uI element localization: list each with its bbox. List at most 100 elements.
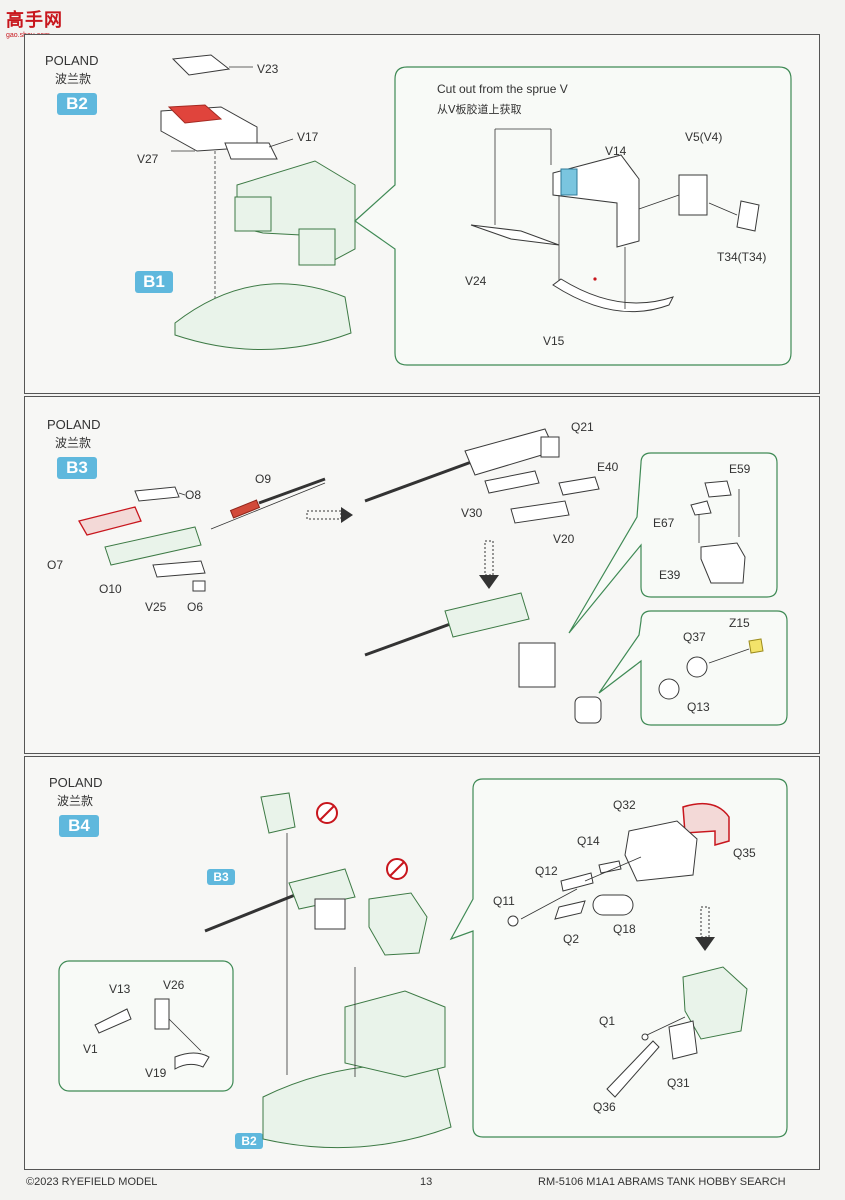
part-e59 [704, 480, 732, 498]
part-label-q36: Q36 [593, 1100, 616, 1114]
part-v15 [552, 278, 674, 313]
region-name: POLAND [45, 53, 99, 68]
part-label-o9: O9 [255, 472, 271, 486]
part-q18 [592, 894, 634, 916]
region-name-cn: 波兰款 [55, 436, 92, 450]
part-q35 [682, 802, 730, 846]
part-q12 [560, 872, 594, 892]
part-v19 [174, 1052, 210, 1070]
part-label-v5: V5(V4) [685, 130, 722, 144]
sub-step-badge: B1 [135, 271, 173, 293]
part-label-v25: V25 [145, 600, 167, 614]
part-label-q1: Q1 [599, 1014, 615, 1028]
part-label-o7: O7 [47, 558, 63, 572]
mg-sight-housing [574, 696, 602, 724]
part-label-v24: V24 [465, 274, 487, 288]
part-q14 [598, 860, 622, 874]
part-label-e39: E39 [659, 568, 681, 582]
part-label-q14: Q14 [577, 834, 600, 848]
part-label-q35: Q35 [733, 846, 756, 860]
ref-badge-b3: B3 [207, 869, 235, 885]
no-glue-icon [386, 858, 408, 880]
part-periscope-right [298, 228, 336, 266]
part-label-v30: V30 [461, 506, 483, 520]
part-label-q21: Q21 [571, 420, 594, 434]
part-v14-highlight [560, 168, 578, 196]
part-o9-muzzle [229, 499, 261, 519]
part-label-q11: Q11 [493, 894, 515, 908]
part-label-z15: Z15 [729, 616, 750, 630]
part-label-o10: O10 [99, 582, 122, 596]
step-number-badge: B3 [57, 457, 97, 479]
part-o10 [104, 526, 202, 566]
step-panel-b3: POLAND 波兰款 B3 O8 O9 O7 O10 V25 O6 [24, 396, 820, 754]
part-label-v27: V27 [137, 152, 159, 166]
part-label-e59: E59 [729, 462, 751, 476]
part-label-q37: Q37 [683, 630, 706, 644]
region-name: POLAND [49, 775, 103, 790]
part-turret-ring [174, 283, 352, 350]
part-label-q32: Q32 [613, 798, 636, 812]
part-cupola [344, 990, 446, 1078]
part-v26 [154, 998, 170, 1030]
region-label: POLAND 波兰款 [49, 775, 102, 809]
part-v27-highlight [167, 104, 223, 124]
part-q37 [686, 656, 708, 678]
part-turret-ring [262, 1064, 452, 1149]
part-gun-cradle [260, 792, 296, 834]
step-panel-b4: POLAND 波兰款 B4 B3 B2 [24, 756, 820, 1170]
part-label-v1: V1 [83, 1042, 98, 1056]
part-q31 [668, 1020, 698, 1060]
footer-page-number: 13 [420, 1176, 433, 1188]
part-hatch-assembly [368, 892, 428, 956]
part-o6 [192, 580, 206, 592]
part-label-t34: T34(T34) [717, 250, 766, 264]
part-label-v17: V17 [297, 130, 319, 144]
part-v20 [510, 500, 570, 524]
part-label-v20: V20 [553, 532, 575, 546]
part-label-o6: O6 [187, 600, 203, 614]
part-label-v14: V14 [605, 144, 627, 158]
callout-sprue-v [354, 66, 792, 366]
part-q13 [658, 678, 680, 700]
part-o8 [134, 486, 180, 502]
mg-barrel [364, 455, 486, 503]
part-q32 [624, 820, 698, 882]
footer-copyright: ©2023 RYEFIELD MODEL [26, 1176, 158, 1188]
step-number-badge: B4 [59, 815, 99, 837]
part-label-v23: V23 [257, 62, 279, 76]
part-o7 [78, 506, 142, 536]
part-label-q13: Q13 [687, 700, 710, 714]
callout-title: Cut out from the sprue V [437, 82, 568, 96]
step-panel-b2: POLAND 波兰款 B2 B1 V23 V17 V27 [24, 34, 820, 394]
part-q11 [507, 915, 519, 927]
region-label: POLAND 波兰款 [45, 53, 98, 87]
part-t34 [736, 200, 760, 232]
region-name: POLAND [47, 417, 101, 432]
mg-ammo-box [314, 898, 346, 930]
part-label-v13: V13 [109, 982, 131, 996]
part-v25 [152, 560, 206, 578]
part-v30 [484, 470, 540, 494]
footer-product: RM-5106 M1A1 ABRAMS TANK HOBBY SEARCH [538, 1176, 786, 1188]
part-sight-assembly [682, 966, 748, 1040]
part-z15 [748, 638, 764, 654]
part-label-v15: V15 [543, 334, 565, 348]
part-label-o8: O8 [185, 488, 201, 502]
part-label-q18: Q18 [613, 922, 636, 936]
part-label-e67: E67 [653, 516, 675, 530]
part-label-v26: V26 [163, 978, 185, 992]
part-v17 [224, 142, 278, 160]
region-name-cn: 波兰款 [55, 72, 92, 86]
glue-point [593, 277, 597, 281]
step-b4-diagram: V13 V26 V1 V19 Q32 Q14 [58, 778, 788, 1149]
part-q1 [641, 1033, 649, 1041]
region-name-cn: 波兰款 [57, 794, 94, 808]
callout-e-parts [568, 452, 778, 634]
part-label-q31: Q31 [667, 1076, 690, 1090]
part-v5 [678, 174, 708, 216]
no-glue-icon [316, 802, 338, 824]
watermark-text: 高手网 [6, 10, 63, 31]
step-b2-diagram: V23 V17 V27 Cut out from the sprue V 从V板… [137, 54, 792, 366]
